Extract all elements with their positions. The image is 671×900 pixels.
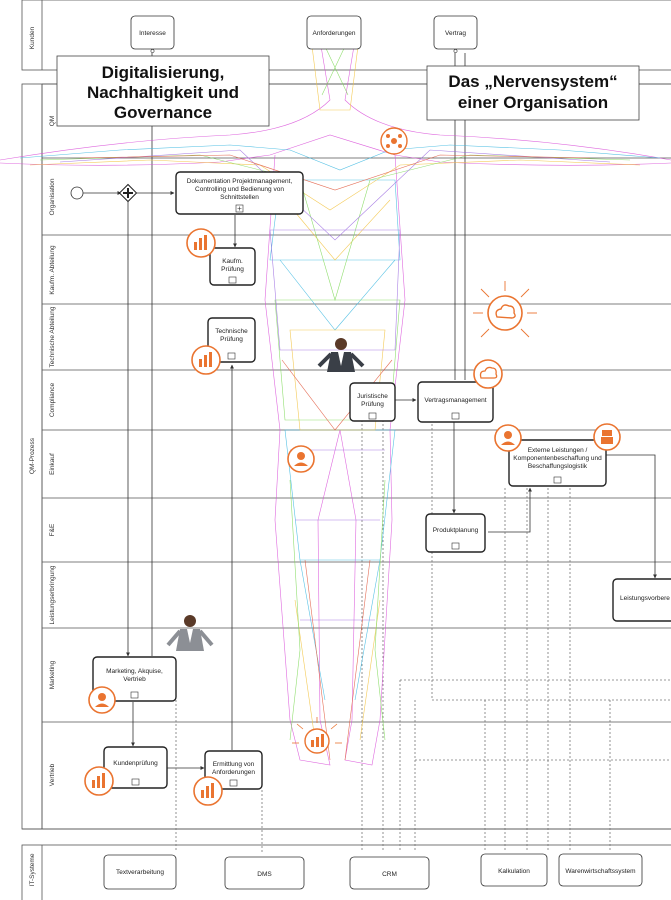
business-person-figure <box>317 338 365 372</box>
task-marketing[interactable]: Marketing, Akquise, Vertrieb <box>92 656 177 702</box>
task-externe-leistungen[interactable]: Externe Leistungen / Komponentenbeschaff… <box>508 439 607 487</box>
svg-text:Prüfung: Prüfung <box>220 336 243 343</box>
svg-text:Vertragsmanagement: Vertragsmanagement <box>424 397 486 404</box>
bar-chart-icon <box>186 228 216 258</box>
start-event[interactable] <box>70 186 84 200</box>
business-person-figure <box>166 615 214 651</box>
callout-right: Das „Nervensystem“ einer Organisation <box>426 65 640 121</box>
lane-label-organisation: Organisation <box>49 178 56 215</box>
svg-text:Juristische: Juristische <box>357 393 388 400</box>
task-kundenpruefung[interactable]: Kundenprüfung <box>103 746 168 789</box>
svg-text:Leistungsvorbere: Leistungsvorbere <box>620 595 670 602</box>
callout-left-line-1: Digitalisierung, <box>102 63 225 82</box>
svg-text:Externe Leistungen /: Externe Leistungen / <box>528 447 588 454</box>
svg-text:CRM: CRM <box>382 871 397 878</box>
lane-label-qm-prozess: QM-Prozess <box>29 437 36 474</box>
it-system-dms[interactable]: DMS <box>224 856 305 890</box>
bar-chart-icon <box>292 717 342 754</box>
it-system-textverarbeitung[interactable]: Textverarbeitung <box>103 854 177 890</box>
connectors <box>83 53 671 852</box>
svg-text:Anforderungen: Anforderungen <box>312 30 355 37</box>
bar-chart-icon <box>193 776 223 806</box>
callout-left: Digitalisierung, Nachhaltigkeit und Gove… <box>56 55 270 127</box>
bar-chart-icon <box>191 345 221 375</box>
support-agent-icon <box>494 424 522 452</box>
robot-icon <box>593 423 621 451</box>
svg-text:Kalkulation: Kalkulation <box>498 868 530 875</box>
task-technische-pruefung[interactable]: Technische Prüfung <box>207 317 256 363</box>
svg-text:Controlling und Bedienung von: Controlling und Bedienung von <box>195 186 284 193</box>
wireframe-human-figure <box>0 25 671 766</box>
lane-label-leistungserbringung: Leistungserbringung <box>49 565 56 624</box>
task-ermittlung[interactable]: Ermittlung von Anforderungen <box>204 750 263 790</box>
support-agent-icon <box>287 445 315 473</box>
svg-text:Dokumentation Projektmanagemen: Dokumentation Projektmanagement, <box>187 178 293 185</box>
lane-label-technisch: Technische Abteilung <box>49 306 56 367</box>
svg-text:Komponentenbeschaffung und: Komponentenbeschaffung und <box>513 455 602 462</box>
svg-text:Prüfung: Prüfung <box>221 266 244 273</box>
task-kaufm-pruefung[interactable]: Kaufm. Prüfung <box>209 247 256 286</box>
callout-right-line-2: einer Organisation <box>458 93 608 112</box>
lane-label-marketing: Marketing <box>49 660 56 689</box>
lane-labels: Kunden QM-Prozess QM Organisation Kaufm.… <box>29 26 56 886</box>
cloud-sync-icon <box>473 281 537 338</box>
svg-text:Ermittlung von: Ermittlung von <box>213 761 255 768</box>
lane-label-compliance: Compliance <box>49 382 56 417</box>
svg-text:Warenwirtschaftssystem: Warenwirtschaftssystem <box>565 868 635 875</box>
parallel-gateway[interactable] <box>118 183 138 203</box>
customer-items: Interesse Anforderungen Vertrag <box>130 15 478 53</box>
customer-item-anforderungen[interactable]: Anforderungen <box>306 15 362 50</box>
task-dokumentation[interactable]: Dokumentation Projektmanagement, Control… <box>175 171 304 215</box>
svg-text:DMS: DMS <box>257 871 272 878</box>
it-system-kalkulation[interactable]: Kalkulation <box>480 853 548 887</box>
task-vertragsmanagement[interactable]: Vertragsmanagement <box>417 381 494 423</box>
svg-text:Kundenprüfung: Kundenprüfung <box>113 760 158 767</box>
bar-chart-icon <box>84 766 114 796</box>
cloud-sync-icon <box>473 359 503 389</box>
svg-text:Prüfung: Prüfung <box>361 401 384 408</box>
orange-icons <box>84 127 621 806</box>
lane-label-einkauf: Einkauf <box>49 453 56 475</box>
svg-text:Vertrag: Vertrag <box>445 30 466 37</box>
svg-text:Produktplanung: Produktplanung <box>433 527 479 534</box>
task-leistungsvorbereitung[interactable]: Leistungsvorbere <box>612 578 671 622</box>
lane-label-qm: QM <box>49 116 56 126</box>
lane-label-it-systeme: IT-Systeme <box>29 853 36 886</box>
lane-label-kaufm: Kaufm. Abteilung <box>49 245 56 295</box>
task-juristische-pruefung[interactable]: Juristische Prüfung <box>349 382 396 422</box>
customer-item-interesse[interactable]: Interesse <box>130 15 175 53</box>
lane-label-fe: F&E <box>49 523 56 536</box>
svg-text:Beschaffungslogistik: Beschaffungslogistik <box>528 463 588 470</box>
svg-text:Kaufm.: Kaufm. <box>222 258 243 265</box>
callout-left-line-3: Governance <box>114 103 212 122</box>
svg-text:Textverarbeitung: Textverarbeitung <box>116 869 164 876</box>
lane-label-kunden: Kunden <box>29 26 36 49</box>
svg-text:Vertrieb: Vertrieb <box>123 676 146 683</box>
customer-item-vertrag[interactable]: Vertrag <box>433 15 478 53</box>
it-system-crm[interactable]: CRM <box>349 856 430 890</box>
task-produktplanung[interactable]: Produktplanung <box>425 513 486 553</box>
lane-label-vertrieb: Vertrieb <box>49 763 56 786</box>
svg-text:Anforderungen: Anforderungen <box>212 769 255 776</box>
support-agent-icon <box>88 686 116 714</box>
svg-text:Schnittstellen: Schnittstellen <box>220 194 259 201</box>
svg-text:Interesse: Interesse <box>139 30 166 37</box>
it-system-warenwirtschaft[interactable]: Warenwirtschaftssystem <box>558 853 643 887</box>
network-hub-icon <box>380 127 408 155</box>
svg-text:Marketing, Akquise,: Marketing, Akquise, <box>106 668 163 675</box>
callout-right-line-1: Das „Nervensystem“ <box>448 72 617 91</box>
callout-left-line-2: Nachhaltigkeit und <box>87 83 239 102</box>
svg-text:Technische: Technische <box>215 328 248 335</box>
